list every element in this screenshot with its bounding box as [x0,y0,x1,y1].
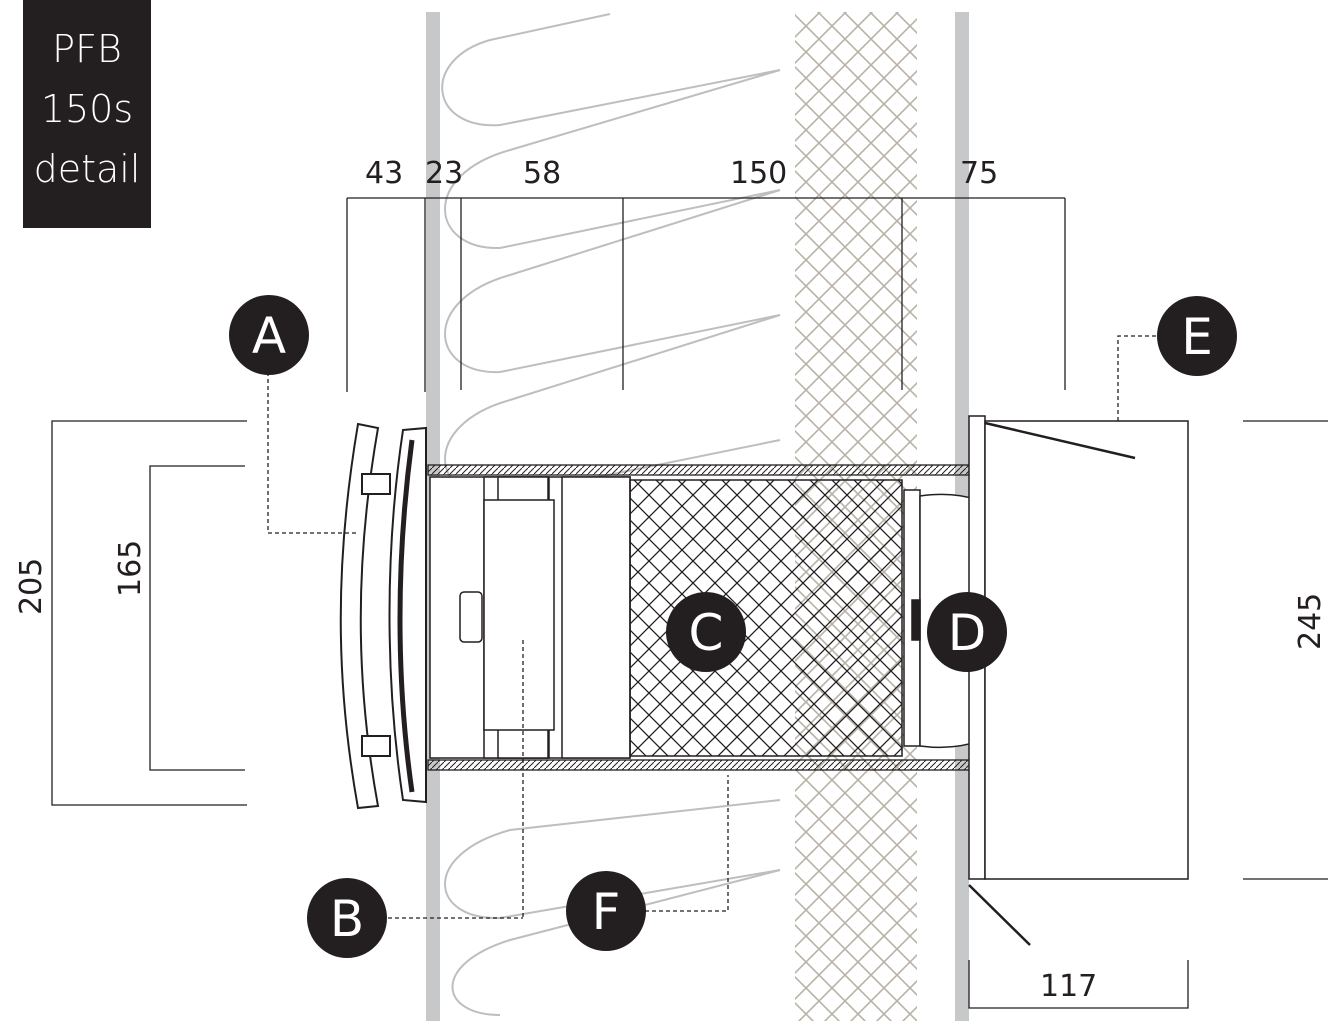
svg-text:E: E [1181,308,1213,366]
dim-75: 75 [960,156,998,191]
top-dimension-chain: 43 23 58 150 75 [346,156,1066,392]
callout-badge-e: E [1157,296,1237,376]
callout-badge-c: C [666,592,746,672]
dim-245: 245 [1293,593,1328,650]
callout-badge-b: B [307,878,387,958]
svg-text:B: B [330,890,364,948]
dim-165: 165 [113,540,148,597]
dim-23: 23 [425,156,463,191]
bottom-dimension: 117 [968,960,1189,1009]
internal-grille [339,422,427,810]
title-line-1: PFB [52,27,122,71]
title-line-3: detail [33,147,141,191]
insulation-layer [441,13,781,1016]
callout-badge-d: D [927,592,1007,672]
dim-205: 205 [14,558,49,615]
title-line-2: 150s [40,87,134,131]
title-block: PFB 150s detail [23,0,151,228]
dim-58: 58 [523,156,561,191]
svg-text:D: D [948,604,987,662]
dim-117: 117 [1040,969,1097,1004]
dim-43: 43 [365,156,403,191]
dim-150: 150 [730,156,787,191]
fan-unit [429,476,631,918]
callout-badge-f: F [566,871,646,951]
svg-text:A: A [252,307,286,365]
callout-badge-a: A [229,295,309,375]
svg-text:F: F [592,883,621,941]
right-dimension: 245 [1243,420,1328,880]
svg-text:C: C [689,604,724,662]
leader-lines [267,372,729,919]
left-dimensions: 205 165 [14,420,247,806]
